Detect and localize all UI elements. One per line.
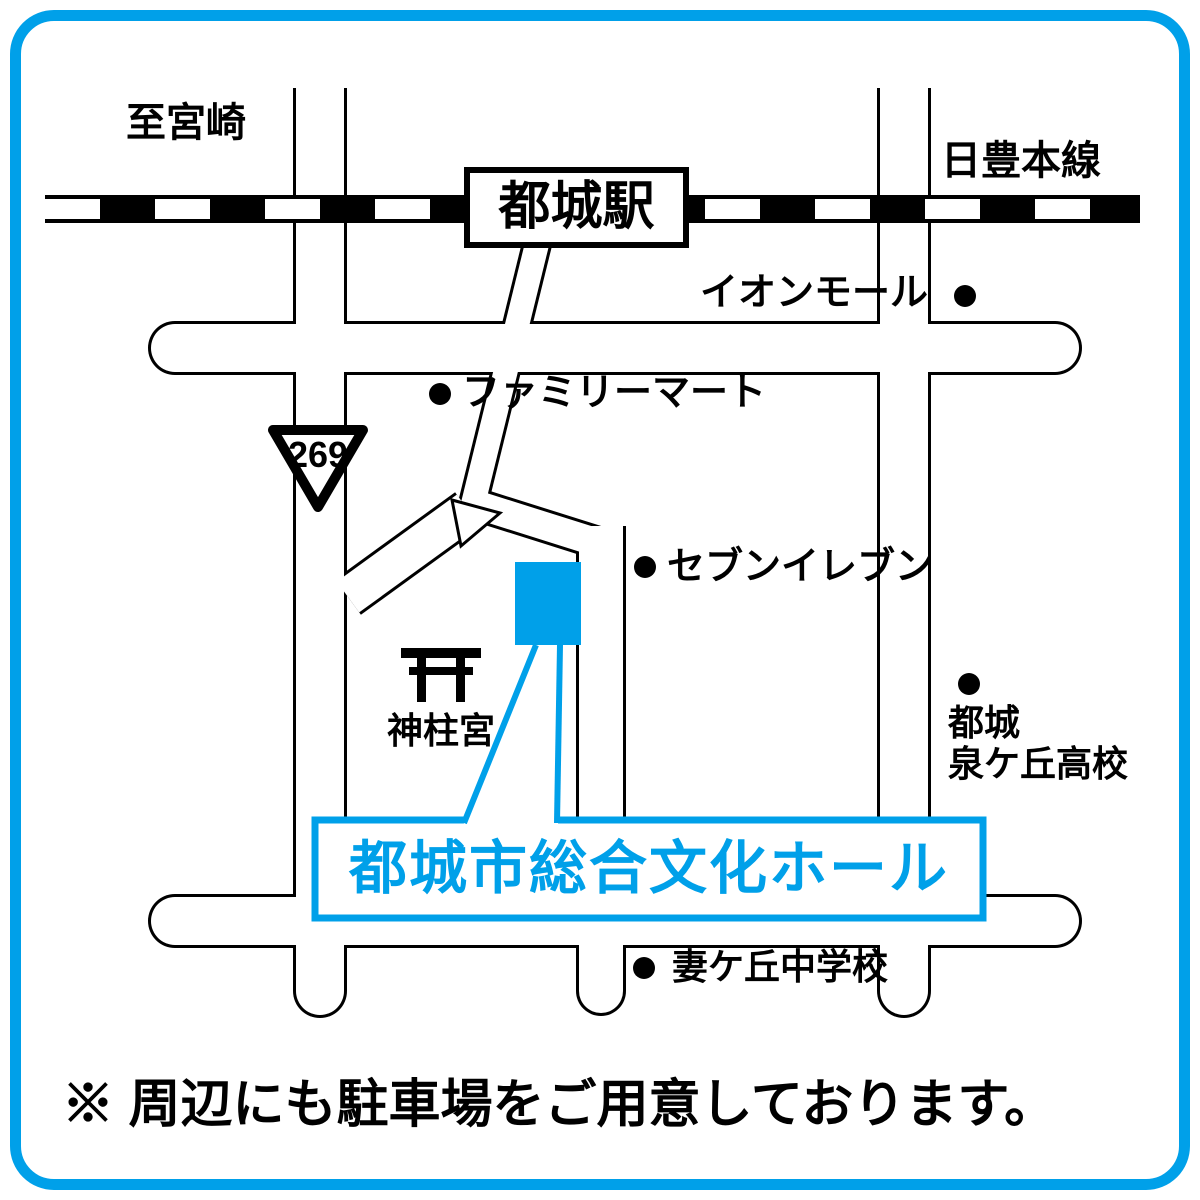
poi-seven-eleven-label: セブンイレブン xyxy=(667,546,934,588)
route-269-badge xyxy=(268,425,368,512)
familymart-dot xyxy=(429,383,451,405)
poi-high-school-line1: 都城 xyxy=(948,702,1021,743)
rail-line-name-label: 日豊本線 xyxy=(941,139,1101,183)
seveneleven-dot xyxy=(634,556,656,578)
location-marker xyxy=(515,562,581,645)
poi-dots xyxy=(429,285,980,979)
poi-familymart-label: ファミリーマート xyxy=(462,372,767,414)
juniorhigh-dot xyxy=(633,957,655,979)
torii-icon xyxy=(401,648,481,702)
poi-high-school-line2: 泉ケ丘高校 xyxy=(948,743,1129,785)
poi-aeon-mall-label: イオンモール xyxy=(700,272,929,314)
roads-fill-caps xyxy=(296,967,928,1015)
station-name-label: 都城駅 xyxy=(498,177,655,236)
destination-name-label: 都城市総合文化ホール xyxy=(348,835,949,901)
poi-junior-high-label: 妻ケ丘中学校 xyxy=(672,946,889,987)
station-box xyxy=(464,167,689,248)
to-miyazaki-label: 至宮崎 xyxy=(126,101,246,145)
highschool-dot xyxy=(958,673,980,695)
route-269-number: 269 xyxy=(287,434,349,475)
aeon-dot xyxy=(954,285,976,307)
poi-shrine-label: 神柱宮 xyxy=(386,710,495,751)
poi-high-school-label: 都城 泉ケ丘高校 xyxy=(948,702,1128,785)
pointer-tail xyxy=(461,643,563,828)
destination-box xyxy=(311,816,987,922)
road-fork-island xyxy=(450,497,504,549)
parking-note: ※ 周辺にも駐車場をご用意しております。 xyxy=(62,1076,1057,1134)
